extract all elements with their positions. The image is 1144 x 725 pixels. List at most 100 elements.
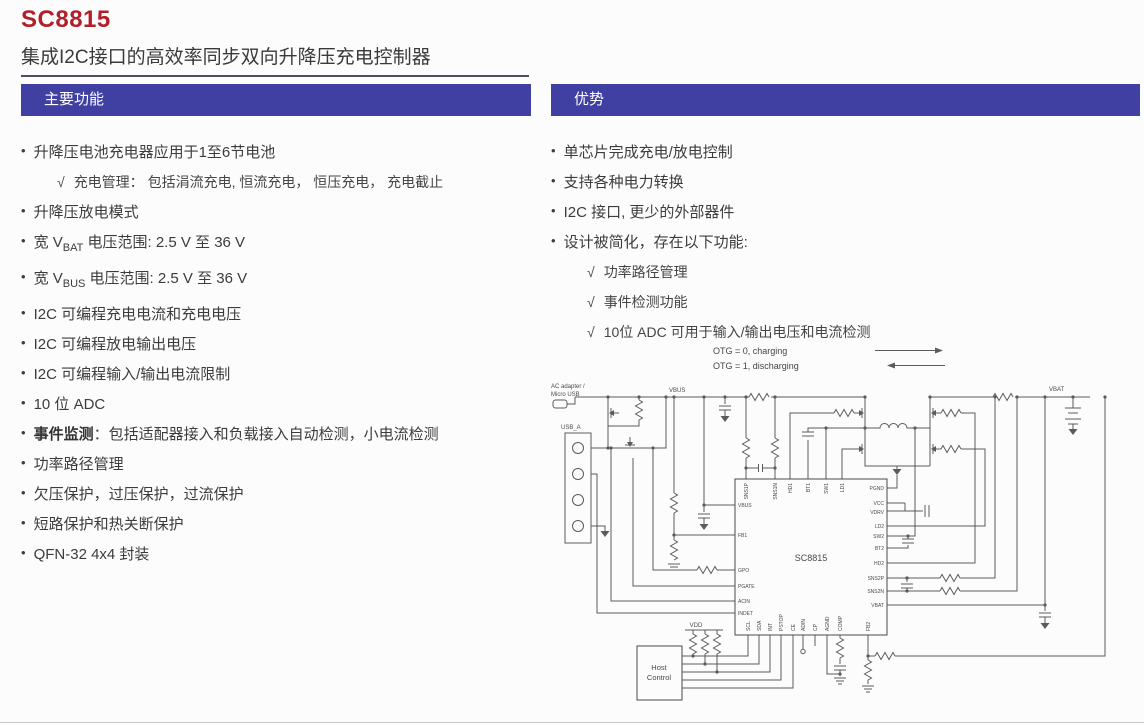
pin-label: AGND [825,616,831,631]
feature-text: 升降压电池充电器应用于1至6节电池 [33,144,276,161]
pin-label: VBUS [738,503,752,509]
pin-label: ACIN [738,599,750,605]
feature-item: • 10 位 ADC [21,390,541,420]
bullet-icon: • [21,335,26,350]
ac-adapter-label: AC adapter / [551,384,585,390]
advantage-item: • 单芯片完成充电/放电控制 [551,138,1140,168]
feature-item: • QFN-32 4x4 封装 [21,540,541,570]
pin-label: FB2 [866,622,872,631]
pin-label: SW1 [824,483,830,494]
feature-text: I2C 可编程输入/输出电流限制 [33,366,231,383]
ic-name-label: SC8815 [795,553,828,563]
pin-label: HD2 [874,561,884,567]
host-control-box: Host Control [636,645,683,701]
pin-label: SNS1N [773,483,779,500]
bullet-icon: • [551,173,556,188]
pin-label: CE [791,623,797,631]
bullet-icon: • [21,395,26,410]
bullet-icon: • [551,143,556,158]
advantages-list: • 单芯片完成充电/放电控制 • 支持各种电力转换 •I2C 接口, 更少的外部器件… [551,138,1140,348]
pin-label: LD1 [840,483,846,492]
pin-label: SDA [757,620,763,631]
pin-label: BT2 [875,546,884,552]
feature-item: • 升降压电池充电器应用于1至6节电池 [21,138,541,168]
feature-item: •功率路径管理 [21,450,541,480]
advantage-item: •I2C 接口, 更少的外部器件 [551,198,1140,228]
pin-label: VBAT [871,603,884,609]
battery-icon [1065,397,1081,436]
subscript: BAT [62,242,84,254]
check-icon: √ [57,174,65,190]
feature-item: •宽 VBUS 电压范围: 2.5 V 至 36 V [21,264,541,300]
pin-label: CP [813,623,819,631]
pin-label: VDRV [870,510,884,516]
advantage-text: 支持各种电力转换 [563,174,684,191]
page-subtitle: 集成I2C接口的高效率同步双向升降压充电控制器 [21,42,529,77]
pin-label: LD2 [875,524,884,530]
plug-icon [552,399,568,409]
features-header-banner: 主要功能 [21,84,531,116]
junction-dots [606,395,1107,676]
feature-text: 升降压放电模式 [33,204,139,221]
pin-label: SNS2P [868,576,885,582]
bullet-icon: • [21,233,26,248]
vbat-net-label: VBAT [1049,387,1065,393]
feature-text: 10 位 ADC [33,396,106,413]
advantage-subitem: √10位 ADC 可用于输入/输出电压和电流检测 [551,318,1140,348]
feature-subitem-text: 包括涓流充电, 恒流充电， 恒压充电， 充电截止 [143,174,444,190]
bullet-icon: • [21,545,26,560]
usb-connector [564,432,592,544]
feature-text: 电压范围: 2.5 V 至 36 V [85,270,248,287]
features-list: • 升降压电池充电器应用于1至6节电池 √ 充电管理： 包括涓流充电, 恒流充电， … [21,138,541,570]
feature-item: •事件监测：包括适配器接入和负载接入自动检测，小电流检测 [21,420,541,450]
feature-text: 电压范围: 2.5 V 至 36 V [83,234,246,251]
check-icon: √ [587,324,595,340]
advantage-item: • 支持各种电力转换 [551,168,1140,198]
feature-subitem: √ 充电管理： 包括涓流充电, 恒流充电， 恒压充电， 充电截止 [21,168,541,198]
feature-text: 短路保护和热关断保护 [33,516,184,533]
subscript: BUS [62,278,86,290]
feature-text: ：包括适配器接入和负载接入自动检测，小电流检测 [93,426,439,443]
page-bottom-divider [0,722,1144,723]
inductor-icon [865,423,930,429]
micro-usb-label: Micro USB [551,392,580,398]
feature-text: QFN-32 4x4 封装 [33,546,150,563]
feature-item: • I2C 可编程输入/输出电流限制 [21,360,541,390]
bullet-icon: • [21,425,26,440]
bullet-icon: • [551,233,556,248]
bullet-icon: • [21,455,26,470]
left-arrow-icon [887,362,945,369]
host-label-line1: Host [651,663,667,672]
pin-label: SW2 [873,534,884,540]
check-icon: √ [587,294,595,310]
feature-subitem-label: 充电管理： [73,174,144,190]
advantage-item: • 设计被简化，存在以下功能: [551,228,1140,258]
advantage-subitem: √ 事件检测功能 [551,288,1140,318]
bullet-icon: • [21,365,26,380]
pin-label: PGND [870,486,885,492]
pin-label: COMP [838,615,844,631]
otg-charging-label: OTG = 0, charging [713,346,787,356]
ic-chip: SC8815 SNS1P SNS1N HD1 BT1 SW1 LD1 VBUS … [734,478,888,636]
bullet-icon: • [21,269,26,284]
advantage-text: 设计被简化，存在以下功能: [563,234,748,251]
bullet-icon: • [21,143,26,158]
pin-label: INDET [738,611,753,617]
bullet-icon: • [21,485,26,500]
pin-label: HD1 [788,483,794,493]
advantage-subitem-text: 功率路径管理 [603,264,688,280]
advantages-header-banner: 优势 [551,84,1140,116]
advantage-subitem-text: 事件检测功能 [603,294,688,310]
pin-label: SNS2N [867,589,884,595]
check-icon: √ [587,264,595,280]
bullet-icon: • [21,515,26,530]
page-title: SC8815 [21,6,111,33]
bullet-icon: • [21,203,26,218]
bullet-icon: • [21,305,26,320]
advantage-text: 单芯片完成充电/放电控制 [563,144,733,161]
application-circuit-diagram: OTG = 0, charging OTG = 1, discharging A… [551,346,1107,701]
feature-item: • 短路保护和热关断保护 [21,510,541,540]
feature-text: 欠压保护，过压保护，过流保护 [33,486,244,503]
pin-label: GPO [738,568,749,574]
feature-item: •I2C 可编程放电输出电压 [21,330,541,360]
